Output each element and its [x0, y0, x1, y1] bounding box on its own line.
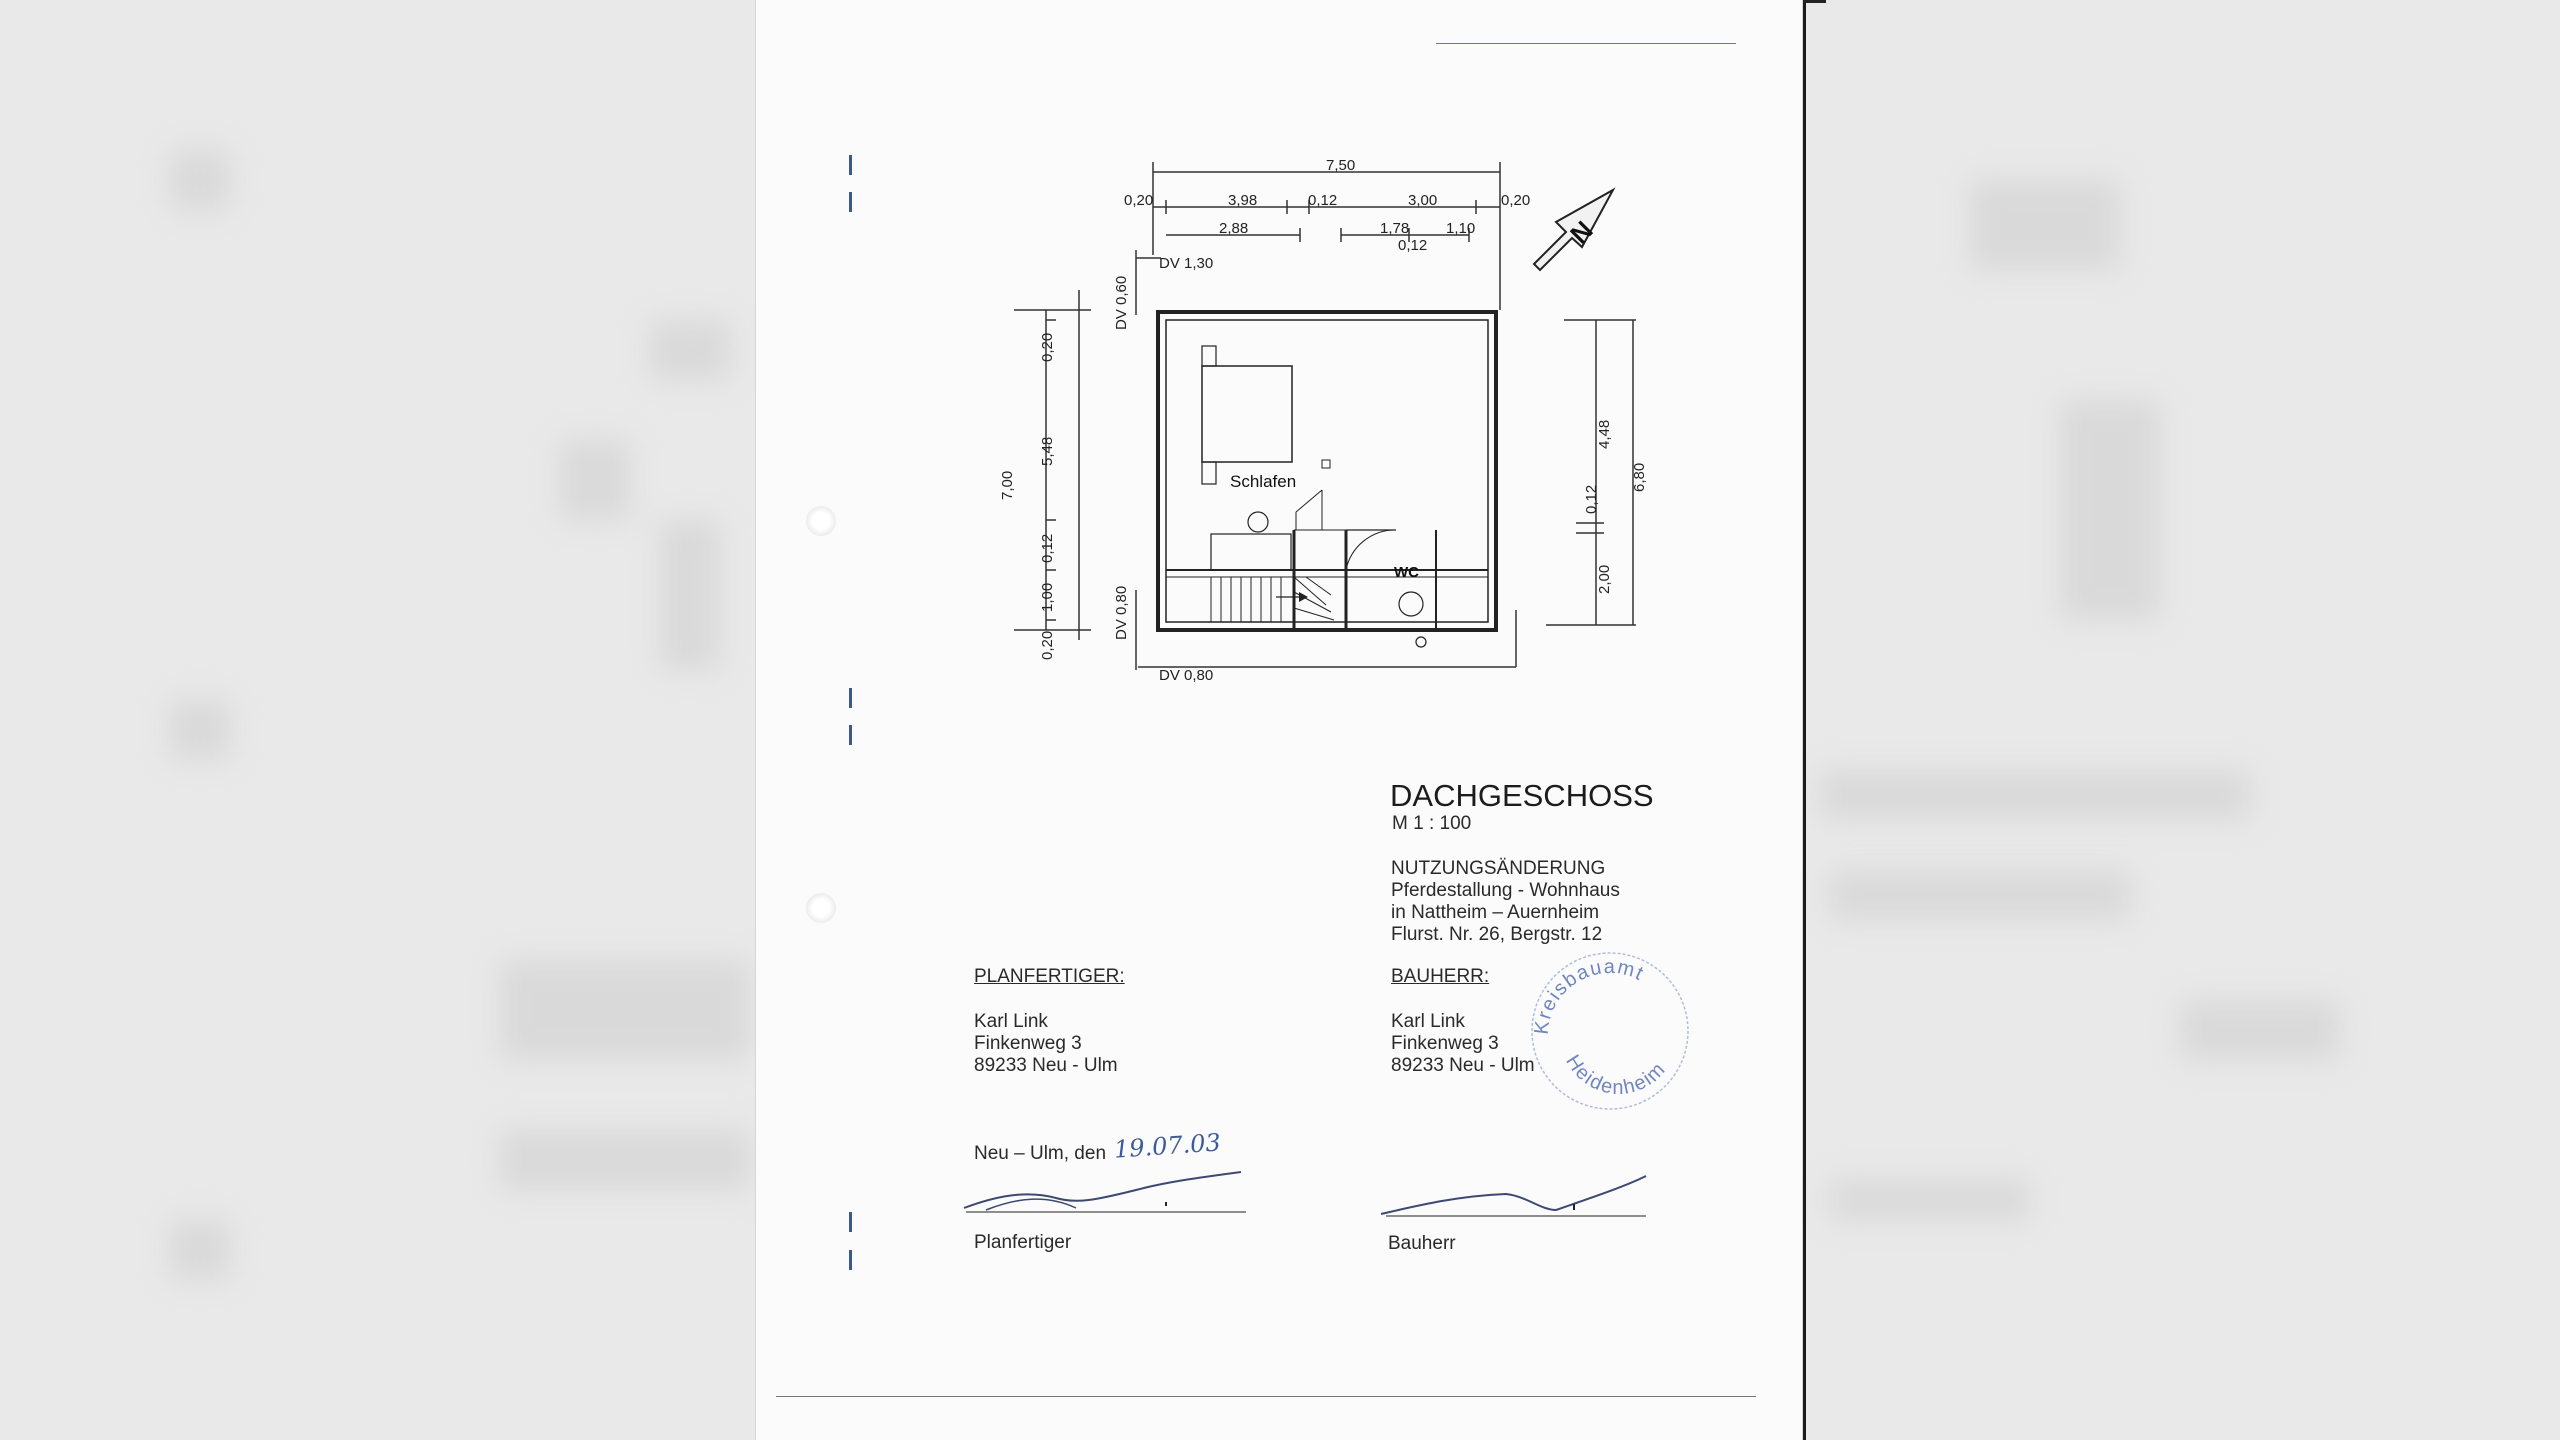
project-heading: NUTZUNGSÄNDERUNG	[1391, 858, 1606, 879]
margin-mark	[849, 725, 852, 745]
margin-mark	[849, 155, 852, 175]
dim-right-3: 2,00	[1596, 565, 1613, 594]
plan-sheet: N 7,50 0,20 3,98 0,12 3,00 0,20 2,88 1,7…	[756, 0, 1802, 1440]
dim-top-6: 2,88	[1219, 220, 1248, 237]
dv-top: DV 1,30	[1159, 255, 1213, 272]
punch-hole	[806, 893, 836, 923]
dim-right-1: 4,48	[1596, 420, 1613, 449]
place-date-prefix: Neu – Ulm, den	[974, 1143, 1107, 1164]
north-arrow: N	[1532, 187, 1616, 272]
dv-left-top: DV 0,60	[1113, 276, 1130, 330]
project-line-2: in Nattheim – Auernheim	[1391, 902, 1600, 923]
dim-left-2: 5,48	[1039, 437, 1056, 466]
bauherr-label: BAUHERR:	[1391, 966, 1490, 987]
kreisbauamt-stamp: Kreisbauamt Heidenheim	[1531, 952, 1689, 1110]
page-edge	[1802, 0, 1806, 1440]
svg-text:Heidenheim: Heidenheim	[1561, 1051, 1670, 1099]
room-label-schlafen: Schlafen	[1230, 472, 1296, 491]
plan-scale: M 1 : 100	[1392, 813, 1472, 834]
dim-left-4: 1,00	[1039, 583, 1056, 612]
bauherr-caption: Bauherr	[1388, 1233, 1456, 1254]
scan-line	[776, 1396, 1756, 1397]
page-edge-mark	[1802, 0, 1826, 3]
dim-left-5: 0,20	[1039, 631, 1056, 660]
scan-line	[1436, 43, 1736, 44]
dim-top-4: 3,00	[1408, 192, 1437, 209]
dim-top-3: 0,12	[1308, 192, 1337, 209]
planfertiger-name: Karl Link	[974, 1011, 1048, 1032]
dim-top-total: 7,50	[1326, 157, 1355, 174]
margin-mark	[849, 192, 852, 212]
dim-top-7: 1,78	[1380, 220, 1409, 237]
dim-left-total: 7,00	[999, 471, 1016, 500]
bauherr-city: 89233 Neu - Ulm	[1391, 1055, 1535, 1076]
planfertiger-city: 89233 Neu - Ulm	[974, 1055, 1118, 1076]
stamp-bottom-text: Heidenheim	[1561, 1051, 1669, 1099]
margin-mark	[849, 1250, 852, 1270]
dim-right-2: 0,12	[1583, 485, 1600, 514]
floor-plan: N 7,50 0,20 3,98 0,12 3,00 0,20 2,88 1,7…	[999, 157, 1648, 684]
dim-top-8: 1,10	[1446, 220, 1475, 237]
planfertiger-label: PLANFERTIGER:	[974, 966, 1125, 987]
planfertiger-street: Finkenweg 3	[974, 1033, 1082, 1054]
dim-top-1: 0,20	[1124, 192, 1153, 209]
bauherr-signature	[1380, 1175, 1647, 1217]
project-line-1: Pferdestallung - Wohnhaus	[1391, 880, 1620, 901]
bauherr-name: Karl Link	[1391, 1011, 1465, 1032]
dim-top-5: 0,20	[1501, 192, 1530, 209]
dim-top-2: 3,98	[1228, 192, 1257, 209]
dv-left-bottom: DV 0,80	[1113, 586, 1130, 640]
handwritten-date: 19.07.03	[1113, 1128, 1222, 1164]
margin-mark	[849, 1212, 852, 1232]
punch-hole	[806, 506, 836, 536]
planfertiger-signature	[963, 1171, 1246, 1213]
svg-text:Kreisbauamt: Kreisbauamt	[1531, 956, 1648, 1036]
dim-left-3: 0,12	[1039, 534, 1056, 563]
project-line-3: Flurst. Nr. 26, Bergstr. 12	[1391, 924, 1603, 945]
dim-left-1: 0,20	[1039, 333, 1056, 362]
margin-mark	[849, 688, 852, 708]
dim-top-9: 0,12	[1398, 237, 1427, 254]
room-label-wc: WC	[1394, 564, 1419, 581]
planfertiger-caption: Planfertiger	[974, 1232, 1072, 1253]
bauherr-street: Finkenweg 3	[1391, 1033, 1499, 1054]
dv-bottom: DV 0,80	[1159, 667, 1213, 684]
plan-title: DACHGESCHOSS	[1390, 778, 1654, 813]
stamp-top-text: Kreisbauamt	[1531, 956, 1647, 1036]
dim-right-total: 6,80	[1631, 463, 1648, 492]
